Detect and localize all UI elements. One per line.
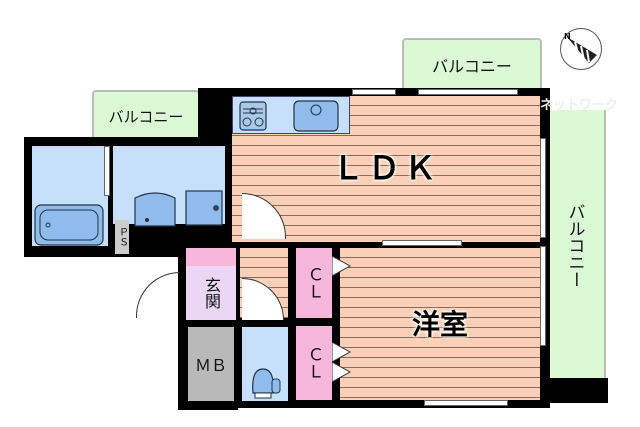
window-ldk-top-left[interactable]: [352, 89, 396, 95]
balcony-top-label: バルコニー: [432, 57, 512, 76]
compass: N: [560, 28, 602, 70]
entrance-door[interactable]: [136, 272, 180, 318]
balcony-left-label: バルコニー: [108, 107, 184, 126]
shoe-cabinet: [186, 248, 236, 266]
closet-lower: ＣＬ: [296, 326, 332, 400]
closet-door-upper-icon[interactable]: [332, 254, 352, 278]
room-ldk-label: ＬＤＫ: [331, 149, 440, 187]
balcony-right: バルコニー: [546, 110, 606, 380]
meter-box: ＭＢ: [188, 327, 234, 401]
washbasin-icon: [134, 192, 176, 227]
watermark: ネットワーク: [540, 98, 619, 113]
room-toilet: [242, 327, 288, 401]
balcony-top: バルコニー: [402, 38, 542, 90]
bathtub-icon: [34, 204, 104, 246]
compass-label: N: [564, 32, 571, 41]
kitchen-sink-icon: [293, 100, 339, 132]
window-western-bottom[interactable]: [424, 400, 508, 406]
room-western-label: 洋室: [411, 308, 468, 341]
washing-machine-icon: [185, 190, 223, 226]
room-western: 洋室: [340, 248, 540, 400]
window-ldk-right[interactable]: [540, 138, 546, 238]
window-western-right[interactable]: [540, 246, 546, 346]
balcony-right-wall: [546, 378, 608, 403]
closet-door-lower-icon[interactable]: [332, 340, 352, 384]
bath-door[interactable]: [104, 146, 110, 196]
room-bath: [32, 146, 108, 246]
balcony-right-label: バルコニー: [564, 202, 585, 288]
north-arrow-icon: [567, 37, 597, 63]
closet-upper: ＣＬ: [296, 248, 332, 318]
room-washroom: [113, 146, 225, 227]
stove-icon: [239, 101, 267, 131]
balcony-left: バルコニー: [92, 90, 200, 140]
window-ldk-bottom[interactable]: [382, 240, 462, 246]
kitchen-counter: [232, 96, 350, 134]
pipe-space: ＰＳ: [115, 220, 129, 254]
window-ldk-top-right[interactable]: [418, 89, 518, 95]
room-entrance: 玄関: [186, 266, 236, 320]
toilet-icon: [252, 368, 281, 399]
